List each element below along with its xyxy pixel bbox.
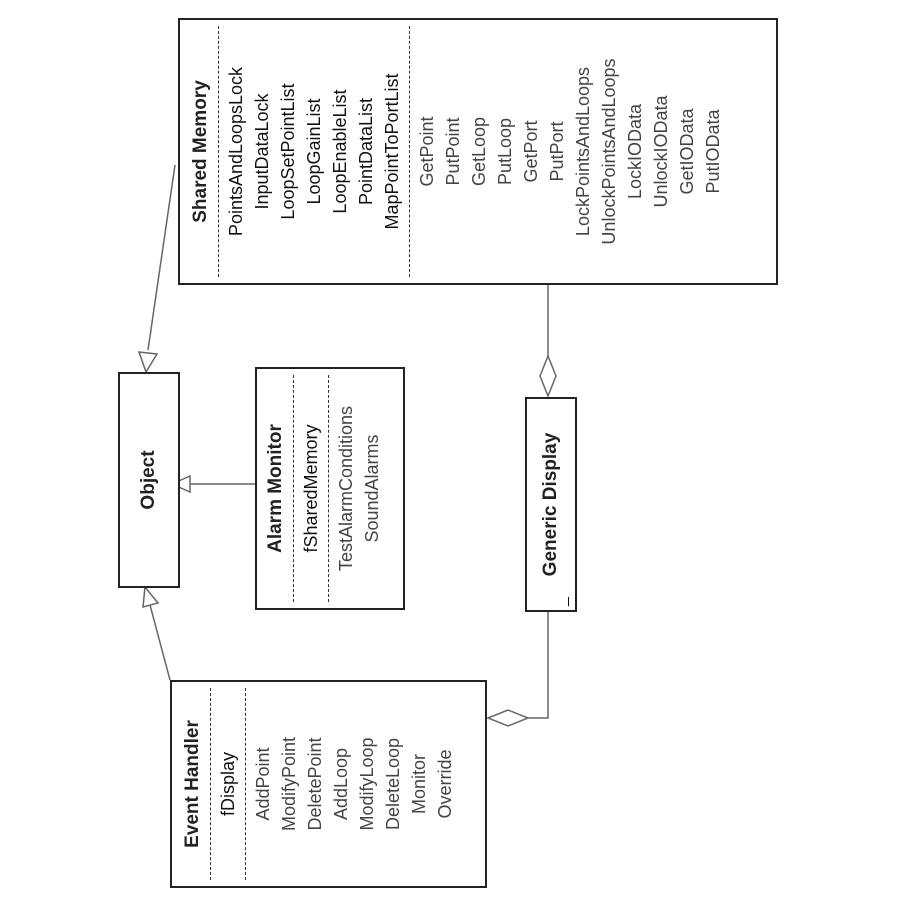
- divider-dashed: [293, 375, 294, 602]
- attribute-pointdatalist: PointDataList: [356, 97, 376, 206]
- attribute-mappointtoportlist: MapPointToPortList: [382, 73, 402, 230]
- generalization-arrowhead-event-handler: [142, 585, 160, 609]
- class-title-event-handler: Event Handler: [182, 720, 203, 848]
- operation-lockiodata: LockIOData: [625, 103, 645, 200]
- operation-addpoint: AddPoint: [253, 747, 273, 821]
- attribute-fdisplay: fDisplay: [218, 751, 238, 817]
- operation-testalarmconditions: TestAlarmConditions: [336, 405, 356, 572]
- divider-dashed: [218, 26, 219, 277]
- attribute-loopgainlist: LoopGainList: [304, 98, 324, 205]
- class-generic-display: Generic Display _: [525, 397, 577, 612]
- text-cursor-mark: _: [553, 597, 570, 606]
- aggregation-line-generic-display: [528, 612, 549, 719]
- aggregation-diamond-generic-display: [539, 353, 557, 399]
- operation-putpoint: PutPoint: [443, 117, 463, 186]
- operation-putport: PutPort: [547, 121, 567, 182]
- generalization-line-shared-memory: [147, 164, 176, 351]
- operation-unlockiodata: UnlockIOData: [651, 95, 671, 208]
- operation-addloop: AddLoop: [331, 747, 351, 821]
- operation-getport: GetPort: [521, 120, 541, 183]
- class-object: Object: [118, 372, 180, 588]
- operation-deleteloop: DeleteLoop: [383, 737, 403, 831]
- attribute-inputdatalock: InputDataLock: [252, 93, 272, 210]
- operation-getiodata: GetIOData: [677, 108, 697, 195]
- operation-putiodata: PutIOData: [703, 109, 723, 194]
- operation-modifyloop: ModifyLoop: [357, 737, 377, 831]
- attribute-loopsetpointlist: LoopSetPointList: [278, 83, 298, 220]
- operation-unlockpointsandloops: UnlockPointsAndLoops: [599, 58, 619, 245]
- operation-getloop: GetLoop: [469, 116, 489, 187]
- attribute-fsharedmemory: fSharedMemory: [301, 424, 321, 553]
- divider-dashed: [409, 26, 410, 277]
- operation-lockpointsandloops: LockPointsAndLoops: [573, 66, 593, 237]
- class-title-shared-memory: Shared Memory: [190, 80, 211, 223]
- generalization-line-event-handler: [149, 604, 171, 681]
- operation-override: Override: [435, 749, 455, 819]
- class-shared-memory: Shared Memory PointsAndLoopsLock InputDa…: [178, 18, 778, 285]
- operation-deletepoint: DeletePoint: [305, 737, 325, 831]
- class-title-alarm-monitor: Alarm Monitor: [265, 424, 286, 553]
- operation-modifypoint: ModifyPoint: [279, 736, 299, 832]
- operation-getpoint: GetPoint: [417, 116, 437, 187]
- attribute-loopenablelist: LoopEnableList: [330, 89, 350, 214]
- operation-soundalarms: SoundAlarms: [362, 434, 382, 543]
- aggregation-diamond-event-handler: [485, 709, 531, 727]
- divider-dashed: [245, 688, 246, 880]
- operation-putloop: PutLoop: [495, 117, 515, 186]
- generalization-arrowhead-alarm-monitor: [170, 474, 191, 494]
- generalization-arrowhead-shared-memory: [137, 351, 159, 374]
- class-event-handler: Event Handler fDisplay AddPoint ModifyPo…: [170, 680, 487, 888]
- class-title-object: Object: [138, 450, 159, 510]
- attribute-pointsandloopslock: PointsAndLoopsLock: [226, 66, 246, 237]
- operation-monitor: Monitor: [409, 753, 429, 815]
- divider-dashed: [328, 375, 329, 602]
- divider-dashed: [210, 688, 211, 880]
- class-alarm-monitor: Alarm Monitor fSharedMemory TestAlarmCon…: [255, 367, 405, 610]
- class-title-generic-display: Generic Display: [540, 432, 561, 577]
